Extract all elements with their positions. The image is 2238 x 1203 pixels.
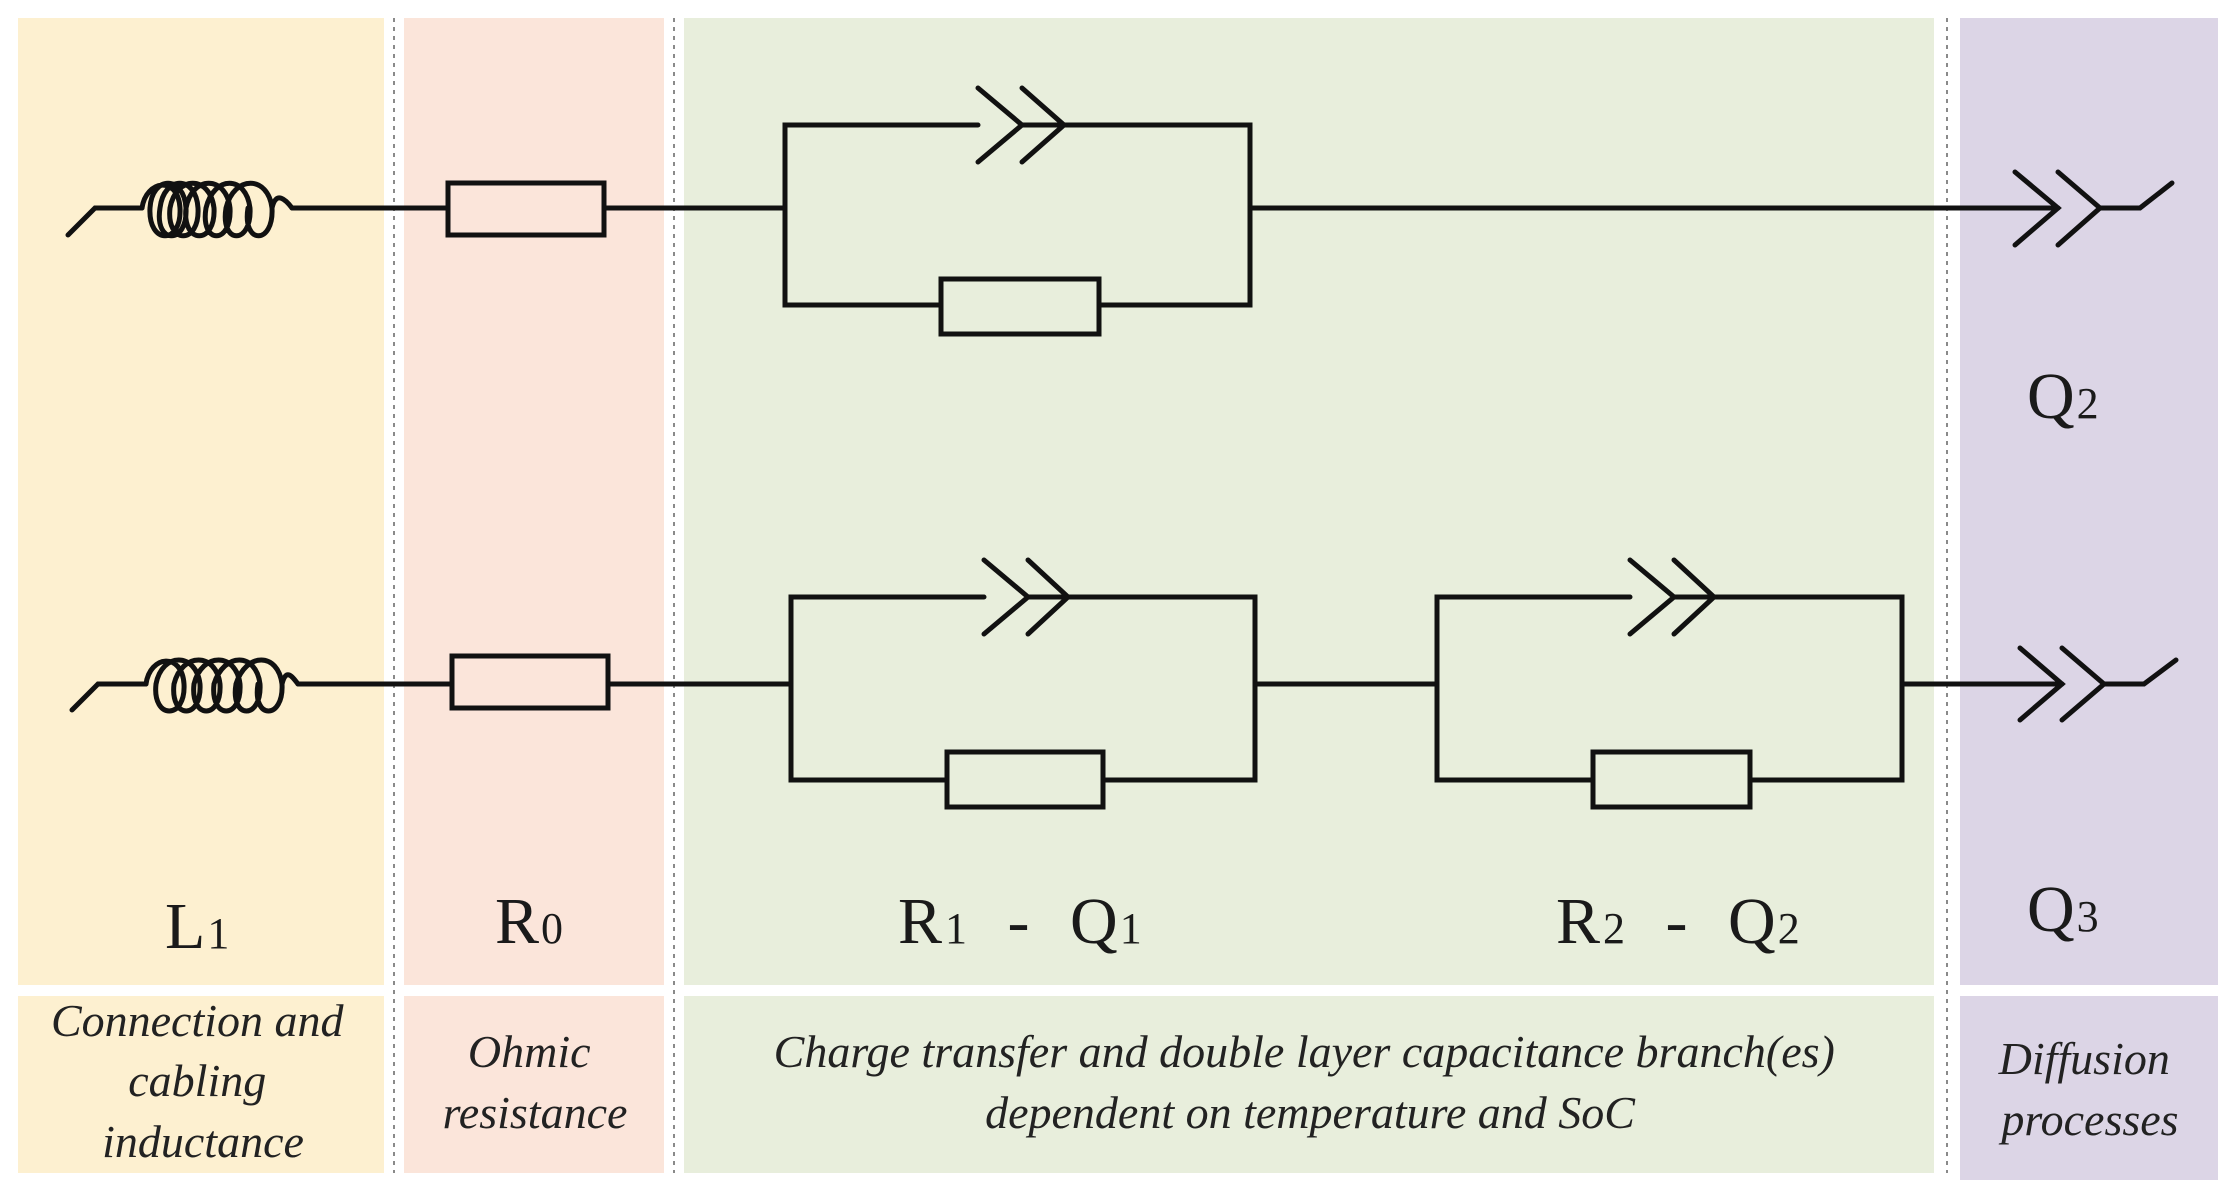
bottom-cpe-q1 <box>981 557 1072 637</box>
bottom-rq2-outline <box>1434 594 1905 783</box>
label-r2-q2: R2 - Q2 <box>1556 885 1800 958</box>
bottom-left-lead <box>69 681 149 713</box>
caption-inductance: Connection and cabling inductance <box>51 995 355 1167</box>
label-q2-top: Q2 <box>2027 360 2099 433</box>
top-cpe-q1 <box>975 85 1068 165</box>
captions: Connection and cabling inductance Ohmic … <box>51 995 2182 1167</box>
bottom-cpe-q2 <box>1627 557 1718 637</box>
caption-diffusion: Diffusion processes <box>1998 1033 2182 1145</box>
top-left-lead <box>65 205 145 238</box>
label-l1: L1 <box>165 890 229 963</box>
component-labels: L1 R0 R1 - Q1 R2 - Q2 Q2 Q3 <box>165 360 2099 963</box>
top-rq-block-outline <box>782 122 1253 308</box>
bottom-circuit <box>69 557 2179 810</box>
bottom-rq1-outline <box>788 594 1258 783</box>
diffusion-band <box>1960 18 2218 1180</box>
top-inductor <box>139 180 295 239</box>
bottom-q3-terminal <box>2017 645 2179 723</box>
caption-charge-transfer: Charge transfer and double layer capacit… <box>774 1026 1847 1138</box>
label-q3: Q3 <box>2027 873 2099 946</box>
bottom-r1-resistor <box>944 749 1106 810</box>
caption-ohmic: Ohmic resistance <box>443 1026 628 1138</box>
top-q2-terminal <box>2012 169 2175 248</box>
label-r0: R0 <box>495 885 563 958</box>
bottom-inductor <box>143 657 301 714</box>
caption-separator <box>0 985 2238 996</box>
bottom-r2-resistor <box>1590 749 1753 810</box>
top-circuit <box>65 85 2175 337</box>
top-r1-resistor <box>938 276 1102 337</box>
label-r1-q1: R1 - Q1 <box>898 885 1142 958</box>
ohmic-band <box>404 18 664 1173</box>
